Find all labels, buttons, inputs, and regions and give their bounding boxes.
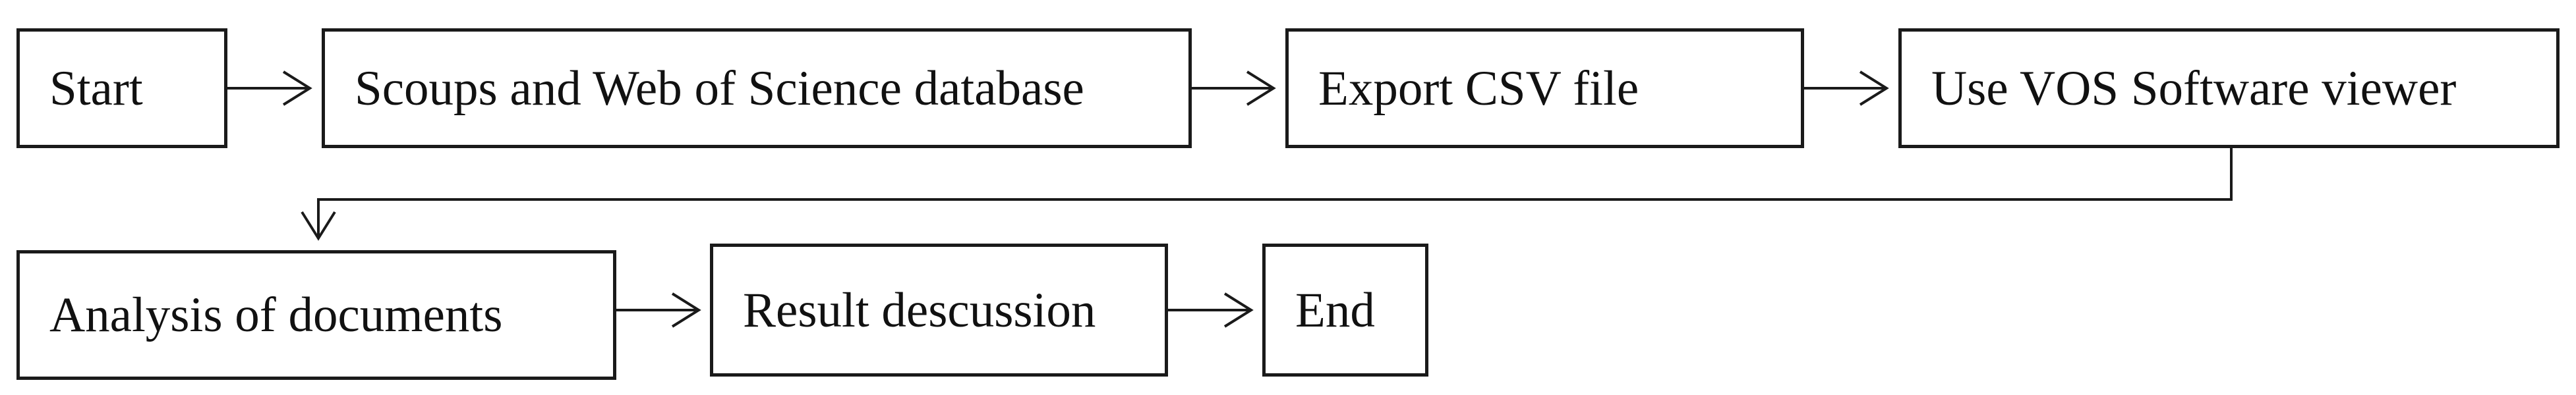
arrow-database-to-export: [1192, 70, 1276, 106]
step-database-label: Scoups and Web of Science database: [355, 61, 1084, 116]
step-analysis-label: Analysis of documents: [49, 288, 503, 342]
step-end-label: End: [1295, 282, 1375, 338]
arrow-analysis-to-result: [616, 292, 701, 328]
step-analysis-box: Analysis of documents: [16, 250, 616, 380]
step-start-box: Start: [16, 28, 227, 148]
step-result-label: Result descussion: [743, 282, 1096, 338]
step-export-box: Export CSV file: [1285, 28, 1804, 148]
step-database-box: Scoups and Web of Science database: [322, 28, 1192, 148]
step-end-box: End: [1262, 244, 1428, 377]
step-vos-box: Use VOS Software viewer: [1898, 28, 2560, 148]
arrow-start-to-database: [227, 70, 312, 106]
arrow-vos-to-analysis: [301, 148, 2233, 241]
step-start-label: Start: [49, 61, 143, 116]
arrow-export-to-vos: [1804, 70, 1889, 106]
step-export-label: Export CSV file: [1318, 61, 1639, 116]
arrow-result-to-end: [1168, 292, 1254, 328]
step-result-box: Result descussion: [710, 244, 1168, 377]
step-vos-label: Use VOS Software viewer: [1931, 61, 2457, 116]
